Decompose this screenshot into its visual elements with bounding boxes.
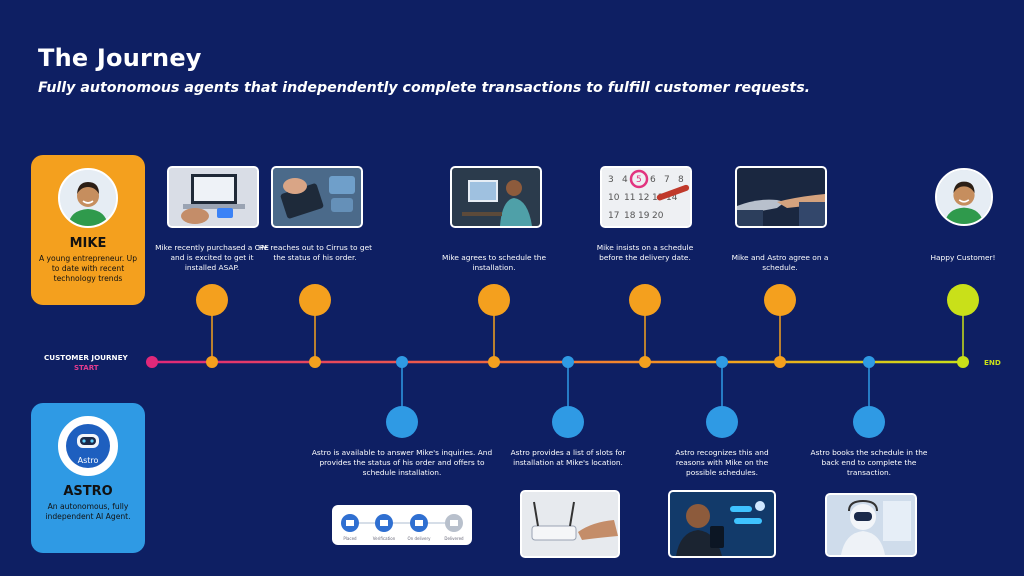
mike-step-3-caption: Mike agrees to schedule the installation… xyxy=(441,253,547,272)
order-status-step-4: Delivered xyxy=(444,536,464,541)
mike-step-2-caption: He reaches out to Cirrus to get the stat… xyxy=(257,243,373,262)
router-photo xyxy=(520,490,620,558)
astro-step-2-caption: Astro provides a list of slots for insta… xyxy=(510,448,626,467)
svg-text:17: 17 xyxy=(608,211,619,221)
svg-text:6: 6 xyxy=(650,175,656,185)
robot-handshake-photo xyxy=(735,166,827,228)
robot-agent-photo xyxy=(825,493,917,557)
start-label: START xyxy=(74,364,99,372)
svg-text:10: 10 xyxy=(608,193,620,203)
svg-text:19: 19 xyxy=(638,211,650,221)
mike-name: MIKE xyxy=(69,236,107,251)
happy-customer-avatar xyxy=(935,168,993,226)
mike-avatar xyxy=(58,168,118,228)
mike-step-6-caption: Happy Customer! xyxy=(930,253,996,262)
mike-step-5-caption: Mike and Astro agree on a schedule. xyxy=(731,253,829,272)
order-status-step-3: On delivery xyxy=(407,536,431,541)
svg-text:14: 14 xyxy=(666,193,678,203)
astro-description: An autonomous, fully independent AI Agen… xyxy=(45,502,131,521)
astro-badge-label: Astro xyxy=(77,456,99,465)
page-title: The Journey xyxy=(38,44,202,72)
svg-text:18: 18 xyxy=(624,211,636,221)
order-status-step-2: Verification xyxy=(372,536,396,541)
svg-text:3: 3 xyxy=(608,175,614,185)
astro-step-1-caption: Astro is available to answer Mike's inqu… xyxy=(311,448,493,477)
end-label: END xyxy=(984,358,1001,367)
customer-journey-label: CUSTOMER JOURNEY xyxy=(44,353,128,362)
mike-step-4-caption: Mike insists on a schedule before the de… xyxy=(596,243,694,262)
order-status-step-1: Placed xyxy=(343,536,357,541)
astro-avatar: Astro xyxy=(58,416,118,476)
page-subtitle: Fully autonomous agents that independent… xyxy=(38,80,811,96)
svg-text:12: 12 xyxy=(638,193,649,203)
svg-text:8: 8 xyxy=(678,175,684,185)
mike-description: A young entrepreneur. Up to date with re… xyxy=(38,254,138,283)
order-status-card: Placed Verification On delivery Delivere… xyxy=(332,505,472,545)
timeline-start-node xyxy=(146,356,158,368)
phone-chat-photo xyxy=(271,166,363,228)
man-at-computer-photo xyxy=(450,166,542,228)
mike-persona-card: MIKE A young entrepreneur. Up to date wi… xyxy=(31,155,145,305)
astro-nodes xyxy=(386,356,885,438)
mike-step-1-caption: Mike recently purchased a CPE and is exc… xyxy=(155,243,269,272)
laptop-shopping-photo xyxy=(167,166,259,228)
phone-ai-photo xyxy=(668,490,776,558)
svg-text:4: 4 xyxy=(622,175,628,185)
svg-text:20: 20 xyxy=(652,211,664,221)
astro-step-4-caption: Astro books the schedule in the back end… xyxy=(810,448,928,477)
mike-nodes xyxy=(196,284,979,368)
astro-persona-card: Astro ASTRO An autonomous, fully indepen… xyxy=(31,403,145,553)
astro-name: ASTRO xyxy=(63,484,113,499)
svg-text:7: 7 xyxy=(664,175,670,185)
svg-text:11: 11 xyxy=(624,193,635,203)
astro-step-3-caption: Astro recognizes this and reasons with M… xyxy=(675,448,769,477)
svg-text:5: 5 xyxy=(636,175,642,185)
